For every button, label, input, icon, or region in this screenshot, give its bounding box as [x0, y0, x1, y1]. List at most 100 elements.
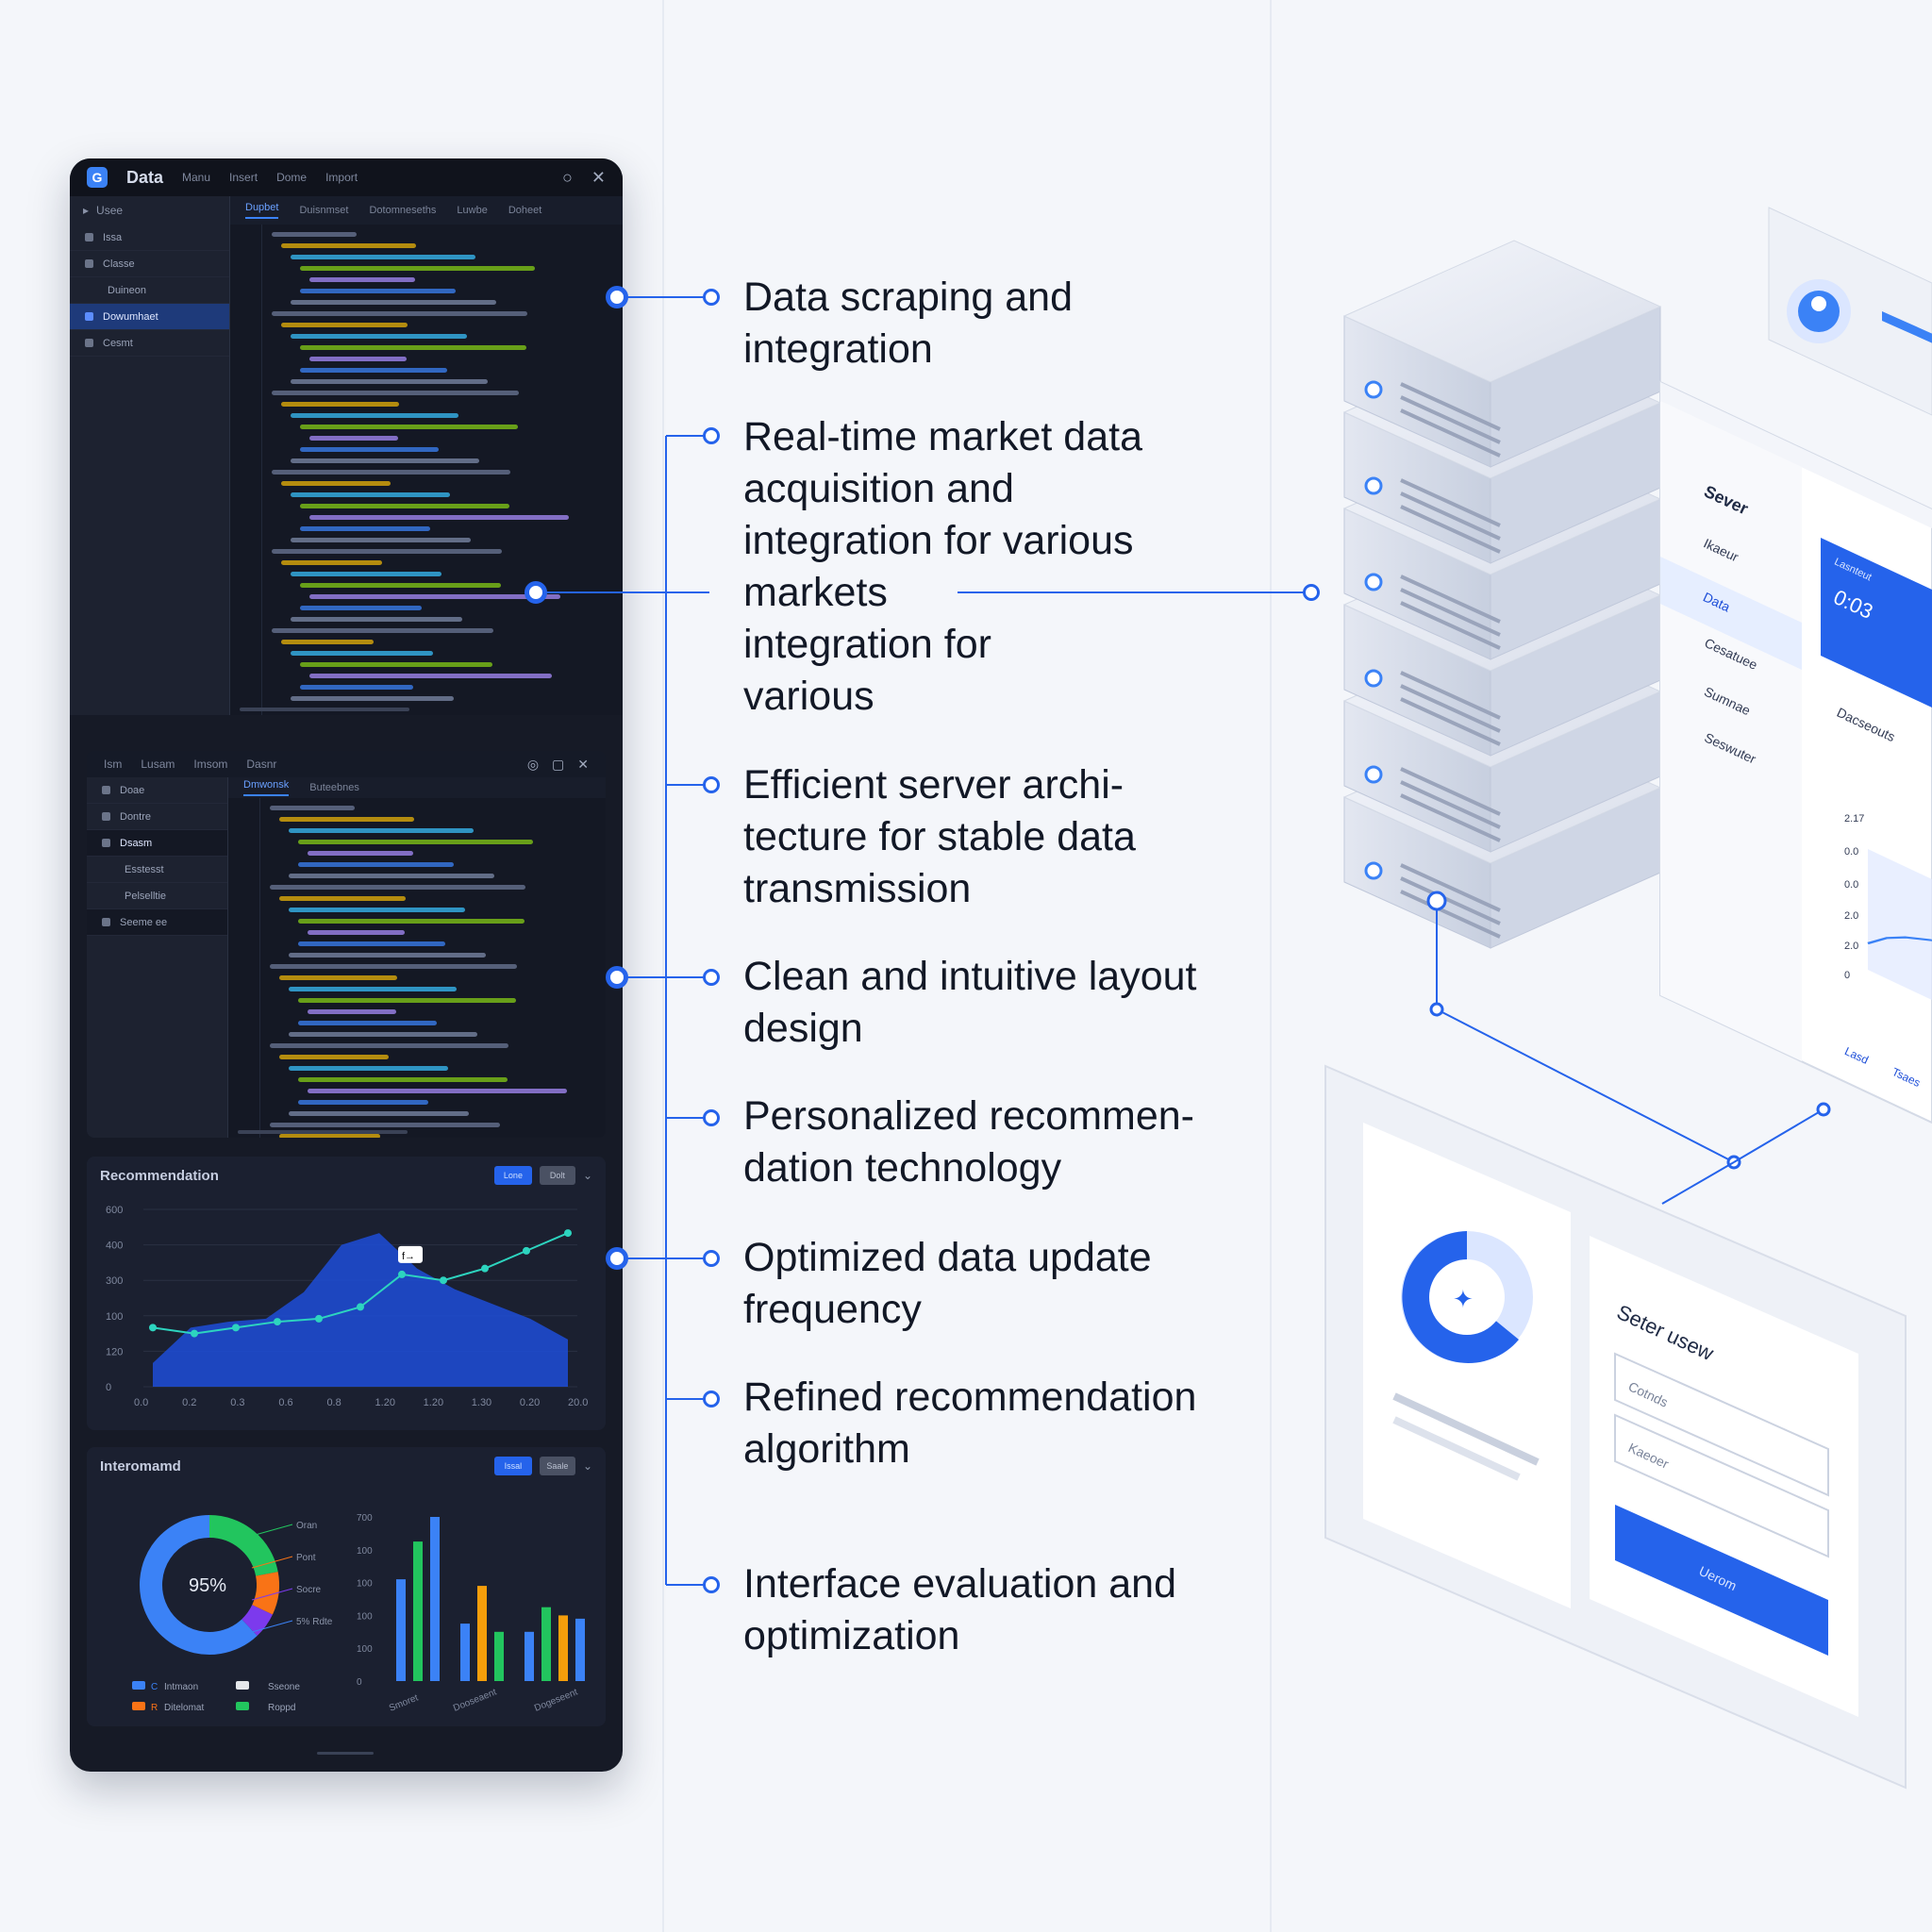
sidebar-item[interactable]: Pelselltie	[87, 883, 227, 909]
connector-node	[606, 286, 628, 308]
copy-icon[interactable]: ▢	[552, 756, 565, 772]
horizontal-scrollbar[interactable]	[240, 708, 409, 711]
browser-y-tick: 0.0	[1844, 846, 1859, 858]
menu-item[interactable]: Dasnr	[246, 758, 277, 771]
menu-item-2[interactable]: Insert	[229, 171, 258, 184]
donut-center-value: 95%	[189, 1575, 226, 1596]
code-line	[309, 594, 560, 599]
logo-letter: G	[92, 170, 103, 185]
code-line	[308, 851, 413, 856]
menu-item-1[interactable]: Manu	[182, 171, 211, 184]
code-line	[270, 806, 355, 810]
sidebar-header: ▸Usee	[83, 204, 124, 217]
feature-1: Data scraping and integration	[743, 275, 1073, 372]
menu-item-3[interactable]: Dome	[276, 171, 308, 184]
line-gutter	[230, 225, 262, 715]
settings-icon[interactable]: ◎	[526, 756, 540, 772]
chart-primary-button[interactable]: Lone	[493, 1166, 532, 1185]
code-area[interactable]: Dupbet Duisnmset Dotomneseths Luwbe Dohe…	[230, 196, 623, 715]
chart-title: Interomamd	[100, 1458, 181, 1474]
bar-y-tick: 100	[357, 1579, 373, 1590]
donut-segment	[241, 1604, 273, 1636]
callout-line	[251, 1556, 293, 1569]
menu-item[interactable]: Ism	[104, 758, 123, 771]
code-line	[270, 964, 517, 969]
code-line	[281, 560, 382, 565]
server-vent	[1400, 780, 1501, 829]
sidebar-item[interactable]: Dontre	[87, 804, 227, 830]
code-line	[291, 255, 475, 259]
file-icon	[102, 918, 110, 926]
server-status-icon	[1364, 861, 1383, 880]
chart-primary-button[interactable]: Issal	[493, 1457, 532, 1475]
tab-2[interactable]: Duisnmset	[299, 205, 349, 216]
code-area-2[interactable]: Dmwonsk Buteebnes	[228, 777, 606, 1138]
close-icon[interactable]: ✕	[591, 167, 606, 187]
server-status-icon	[1364, 380, 1383, 399]
login-panel: ✦	[1324, 1064, 1907, 1790]
feature-6: Optimized data update frequency	[743, 1235, 1152, 1332]
menu-item[interactable]: Imsom	[193, 758, 228, 771]
line-point	[357, 1303, 364, 1311]
legend-swatch	[236, 1702, 249, 1710]
code-line	[272, 628, 493, 633]
bar	[477, 1586, 487, 1681]
tab-5[interactable]: Doheet	[508, 205, 542, 216]
code-line	[300, 368, 447, 373]
code-line	[300, 606, 422, 610]
tab-2[interactable]: Buteebnes	[309, 782, 359, 793]
file-icon	[102, 786, 110, 794]
code-line	[309, 277, 415, 282]
server-vent	[1400, 767, 1501, 816]
y-tick-label: 400	[106, 1241, 123, 1252]
callout-line	[251, 1524, 293, 1537]
menu-item-4[interactable]: Import	[325, 171, 358, 184]
bar	[460, 1624, 470, 1681]
close-icon[interactable]: ✕	[577, 756, 589, 772]
horizontal-scrollbar[interactable]	[238, 1130, 408, 1134]
menu-item[interactable]: Lusam	[141, 758, 175, 771]
sidebar-item[interactable]: Duineon	[70, 277, 229, 304]
sidebar-item[interactable]: Esstesst	[87, 857, 227, 883]
login-button[interactable]	[1615, 1505, 1828, 1656]
line-point	[274, 1318, 281, 1326]
connector-node	[606, 966, 628, 989]
donut-segment	[252, 1572, 279, 1615]
tab-3[interactable]: Dotomneseths	[369, 205, 437, 216]
login-input-2[interactable]	[1614, 1413, 1829, 1558]
code-line	[298, 1021, 437, 1025]
chart-secondary-button[interactable]: Saale	[539, 1457, 575, 1475]
chart-secondary-button[interactable]: Dolt	[539, 1166, 575, 1185]
tab-4[interactable]: Luwbe	[457, 205, 488, 216]
editor-2-titlebar: Ism Lusam Imsom Dasnr ◎ ▢ ✕	[87, 751, 606, 777]
line-gutter	[228, 798, 260, 1138]
sidebar-item[interactable]: Seeme ee	[87, 909, 227, 936]
bullet-node	[703, 427, 720, 444]
legend-swatch	[236, 1681, 249, 1690]
code-line	[289, 1066, 448, 1071]
tab-1[interactable]: Dupbet	[245, 202, 279, 219]
chevron-down-icon[interactable]: ⌄	[582, 1459, 592, 1473]
sidebar-item[interactable]: Classe	[70, 251, 229, 277]
sidebar-item[interactable]: Doae	[87, 777, 227, 804]
server-vent	[1400, 505, 1501, 554]
server-status-icon	[1364, 765, 1383, 784]
code-line	[289, 1032, 477, 1037]
sidebar-item-active[interactable]: Dsasm	[87, 830, 227, 857]
sidebar-item[interactable]: Issa	[70, 225, 229, 251]
code-line	[291, 334, 467, 339]
maximize-icon[interactable]: ○	[562, 167, 573, 187]
code-line	[270, 1123, 500, 1127]
app-name: Data	[126, 167, 164, 187]
code-editor-1: ▸Usee Issa Classe Duineon Dowumhaet Cesm…	[70, 196, 623, 715]
tab-1[interactable]: Dmwonsk	[243, 779, 290, 796]
server-top	[1342, 240, 1662, 383]
y-tick-label: 300	[106, 1275, 123, 1287]
feature-2: Real-time market data acquisition and in…	[743, 414, 1142, 719]
sidebar-item-active[interactable]: Dowumhaet	[70, 304, 229, 330]
login-input-1[interactable]	[1614, 1352, 1829, 1497]
bar	[558, 1615, 568, 1681]
chevron-down-icon[interactable]: ⌄	[582, 1169, 592, 1182]
code-line	[279, 1134, 380, 1138]
sidebar-item[interactable]: Cesmt	[70, 330, 229, 357]
